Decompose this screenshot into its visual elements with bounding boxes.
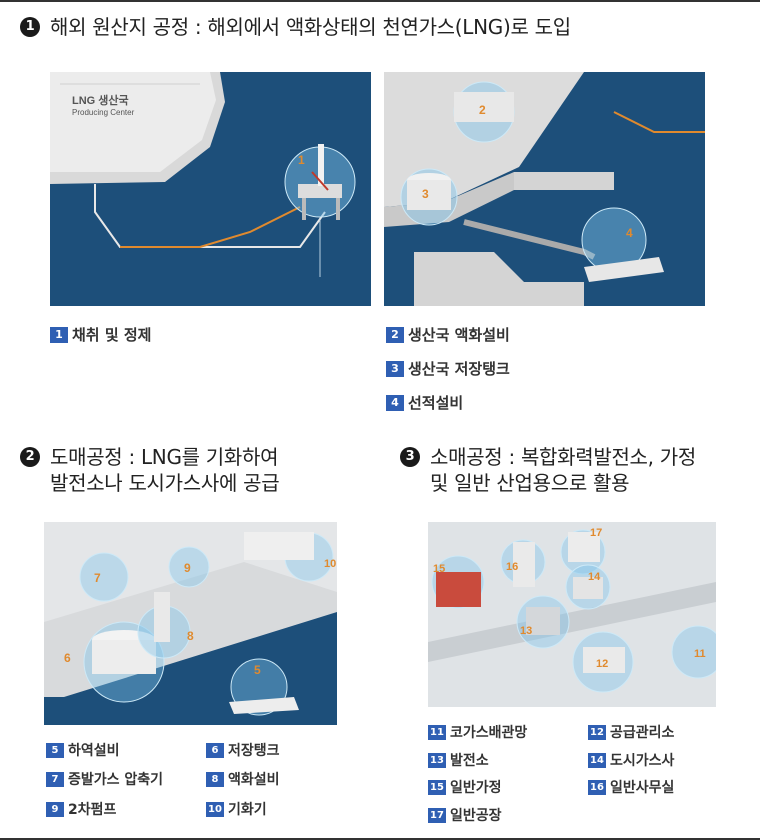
- legend-label: 저장탱크: [228, 743, 280, 759]
- legend-item: 4 선적설비: [386, 392, 463, 413]
- section-heading-line: 도매공정 : LNG를 기화하여: [50, 445, 279, 469]
- sign-title: LNG 생산국: [72, 95, 129, 107]
- legend-item: 17 일반공장: [428, 805, 502, 825]
- legend-item: 7 증발가스 압축기: [46, 769, 163, 789]
- section-heading-overseas: 1 해외 원산지 공정 : 해외에서 액화상태의 천연가스(LNG)로 도입: [20, 14, 571, 40]
- svg-text:15: 15: [433, 563, 445, 575]
- legend-number: 9: [46, 801, 64, 817]
- section-heading-retail: 3 소매공정 : 복합화력발전소, 가정 및 일반 산업용으로 활용: [400, 444, 696, 496]
- svg-text:3: 3: [422, 187, 429, 201]
- legend-item: 3 생산국 저장탱크: [386, 358, 510, 379]
- legend-label: 도시가스사: [610, 753, 675, 769]
- svg-text:10: 10: [324, 558, 336, 570]
- section-heading-line: 소매공정 : 복합화력발전소, 가정: [430, 445, 696, 469]
- legend-number: 2: [386, 326, 404, 343]
- legend-item: 10 기화기: [206, 799, 267, 819]
- legend-item: 11 코가스배관망: [428, 722, 527, 742]
- legend-label: 하역설비: [68, 743, 120, 759]
- sign-subtitle: Producing Center: [72, 108, 135, 117]
- svg-text:14: 14: [588, 571, 601, 583]
- section-number-badge: 3: [400, 447, 420, 467]
- illustration-terminal: 7 9 10 6 8 5: [44, 522, 337, 725]
- section-heading-wholesale: 2 도매공정 : LNG를 기화하여 발전소나 도시가스사에 공급: [20, 444, 280, 496]
- legend-item: 9 2차펌프: [46, 799, 116, 819]
- legend-number: 6: [206, 742, 224, 758]
- svg-text:11: 11: [694, 648, 706, 660]
- svg-text:2: 2: [479, 103, 486, 117]
- svg-text:17: 17: [590, 527, 602, 539]
- legend-label: 일반사무실: [610, 780, 675, 796]
- legend-label: 공급관리소: [610, 725, 675, 741]
- svg-text:6: 6: [64, 651, 71, 665]
- legend-number: 1: [50, 326, 68, 343]
- legend-number: 14: [588, 752, 606, 768]
- legend-number: 10: [206, 801, 224, 817]
- legend-number: 8: [206, 771, 224, 787]
- legend-label: 일반공장: [450, 808, 502, 824]
- legend-number: 13: [428, 752, 446, 768]
- top-rule: [0, 0, 760, 2]
- legend-item: 15 일반가정: [428, 777, 502, 797]
- bottom-rule: [0, 838, 760, 840]
- section-number-badge: 2: [20, 447, 40, 467]
- section-number-badge: 1: [20, 17, 40, 37]
- legend-number: 15: [428, 779, 446, 795]
- svg-text:4: 4: [626, 226, 633, 240]
- legend-label: 채취 및 정제: [72, 326, 152, 344]
- svg-text:7: 7: [94, 571, 101, 585]
- legend-item: 1 채취 및 정제: [50, 324, 151, 345]
- legend-number: 4: [386, 394, 404, 411]
- legend-label: 선적설비: [408, 394, 464, 412]
- section-heading-line: 발전소나 도시가스사에 공급: [50, 471, 280, 495]
- legend-item: 16 일반사무실: [588, 777, 674, 797]
- legend-number: 11: [428, 724, 446, 740]
- legend-item: 12 공급관리소: [588, 722, 674, 742]
- svg-text:12: 12: [596, 658, 608, 670]
- svg-text:16: 16: [506, 561, 518, 573]
- legend-label: 2차펌프: [68, 802, 117, 818]
- legend-label: 일반가정: [450, 780, 502, 796]
- legend-label: 발전소: [450, 753, 489, 769]
- illustration-extraction: 1 LNG 생산국 Producing Center: [50, 72, 371, 306]
- legend-label: 코가스배관망: [450, 725, 528, 741]
- legend-label: 생산국 저장탱크: [408, 360, 510, 378]
- legend-item: 2 생산국 액화설비: [386, 324, 510, 345]
- legend-label: 기화기: [228, 802, 267, 818]
- legend-item: 6 저장탱크: [206, 740, 280, 760]
- legend-item: 14 도시가스사: [588, 750, 674, 770]
- legend-label: 증발가스 압축기: [68, 772, 164, 788]
- legend-item: 8 액화설비: [206, 769, 280, 789]
- legend-number: 3: [386, 360, 404, 377]
- legend-number: 16: [588, 779, 606, 795]
- legend-number: 7: [46, 771, 64, 787]
- legend-label: 생산국 액화설비: [408, 326, 510, 344]
- section-heading-text: 해외 원산지 공정 : 해외에서 액화상태의 천연가스(LNG)로 도입: [50, 15, 571, 39]
- section-heading-line: 및 일반 산업용으로 활용: [430, 471, 630, 495]
- legend-number: 12: [588, 724, 606, 740]
- illustration-liquefaction: 2 3 4: [384, 72, 705, 306]
- svg-text:5: 5: [254, 663, 261, 677]
- legend-number: 5: [46, 742, 64, 758]
- illustration-consumers: 15 16 17 14 13 12 11: [428, 522, 716, 707]
- svg-text:13: 13: [520, 625, 532, 637]
- legend-label: 액화설비: [228, 772, 280, 788]
- svg-text:8: 8: [187, 629, 194, 643]
- svg-text:1: 1: [298, 153, 305, 167]
- legend-item: 13 발전소: [428, 750, 489, 770]
- legend-number: 17: [428, 807, 446, 823]
- legend-item: 5 하역설비: [46, 740, 120, 760]
- svg-text:9: 9: [184, 561, 191, 575]
